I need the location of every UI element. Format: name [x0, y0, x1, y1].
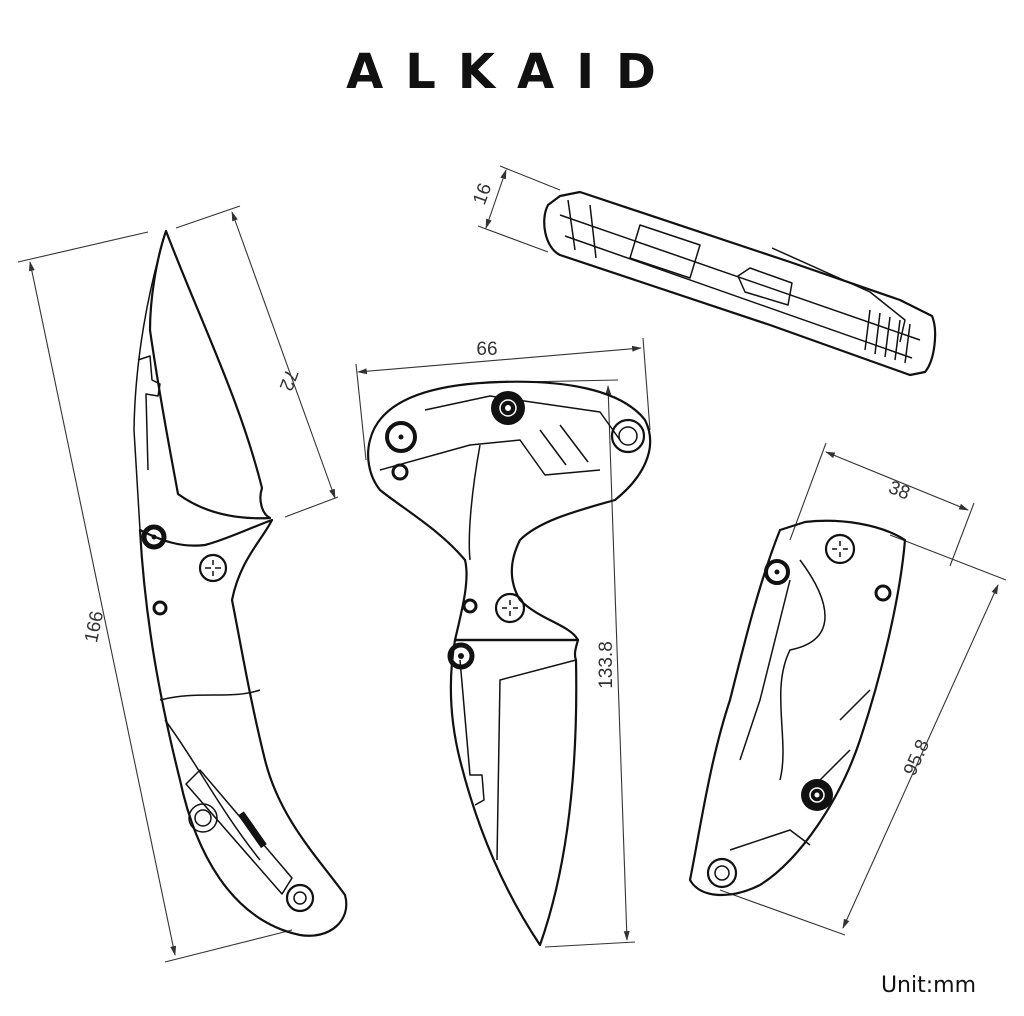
- handle-detail: [164, 719, 261, 861]
- center-line: [564, 235, 913, 359]
- extension-line: [17, 231, 149, 263]
- liner-line: [379, 439, 601, 476]
- screw-icon: [152, 600, 168, 616]
- extension-line: [544, 941, 636, 948]
- grip-jimping: [864, 309, 911, 364]
- blade-spine: [739, 579, 791, 761]
- pivot-screw-icon: [764, 559, 790, 585]
- pivot-screw-icon: [447, 642, 475, 670]
- handle-detail: [159, 689, 261, 701]
- extension-line: [889, 534, 1007, 581]
- blade-outline: [148, 229, 272, 520]
- view-open-front: 66 133.8: [355, 337, 652, 948]
- handle-detail: [468, 444, 481, 561]
- extension-line: [719, 889, 846, 936]
- extension-line: [499, 165, 561, 191]
- dimension-line-38: [825, 451, 969, 511]
- closed-body-outline: [543, 190, 937, 377]
- dimension-line-166: [28, 261, 177, 956]
- dimension-line-133-8: [605, 385, 630, 941]
- extension-line: [175, 205, 241, 229]
- extension-line: [642, 337, 651, 431]
- lanyard-screw-icon: [706, 857, 738, 889]
- view-closed-top: 16: [469, 165, 937, 377]
- pocket-clip: [771, 247, 906, 343]
- lanyard-detail: [567, 199, 597, 259]
- lanyard-screw-icon: [285, 883, 315, 913]
- pivot-screw-icon: [141, 524, 167, 550]
- slot-detail: [629, 224, 701, 279]
- brand-title: ALKAID: [346, 44, 678, 100]
- thumb-stud-icon: [824, 533, 856, 565]
- dimension-label-38: 38: [885, 477, 912, 504]
- dimension-label-133-8: 133.8: [596, 641, 617, 689]
- extension-line: [284, 496, 339, 518]
- dimension-label-166: 166: [81, 609, 108, 644]
- unit-label: Unit:mm: [880, 973, 976, 998]
- thumb-stud-icon: [198, 553, 228, 583]
- handle-outline: [367, 380, 652, 642]
- grip-groove: [539, 424, 589, 466]
- view-open-side: 166 72: [17, 205, 348, 963]
- extension-line: [164, 929, 293, 963]
- blade-cutout: [137, 355, 161, 471]
- center-line: [559, 214, 921, 341]
- handle-outline: [138, 518, 348, 937]
- view-closed-side: 38 95.8: [688, 442, 1007, 936]
- dimension-label-95-8: 95.8: [900, 737, 934, 779]
- extension-line: [477, 225, 549, 253]
- blade-spine: [133, 230, 167, 531]
- dimension-line-95-8: [842, 584, 999, 929]
- dimension-line-72: [231, 211, 336, 499]
- lanyard-screw-icon: [610, 418, 646, 454]
- clip-logo: [238, 811, 267, 849]
- spiral-logo-icon: [188, 803, 218, 833]
- dimension-label-16: 16: [469, 181, 496, 208]
- handle-detail: [729, 829, 811, 851]
- blade-outline: [449, 638, 580, 947]
- extension-line: [355, 363, 367, 461]
- handle-detail: [819, 689, 871, 781]
- pivot-screw-icon: [385, 421, 417, 453]
- dimension-line-16: [485, 169, 507, 229]
- dimension-label-72: 72: [275, 366, 302, 393]
- screw-icon: [391, 463, 409, 481]
- clip-logo: [737, 267, 793, 306]
- pocket-clip: [185, 769, 293, 895]
- liner-line: [424, 395, 621, 441]
- dimension-line-66: [357, 345, 642, 375]
- blade-cutout: [459, 659, 485, 806]
- dimension-label-66: 66: [476, 339, 497, 360]
- extension-line: [949, 502, 975, 567]
- thumb-stud-icon: [494, 592, 526, 624]
- screw-icon: [874, 584, 892, 602]
- closed-body-outline: [688, 519, 907, 897]
- handle-detail: [779, 559, 826, 781]
- blade-grind-line: [496, 659, 577, 861]
- screw-icon: [462, 598, 478, 614]
